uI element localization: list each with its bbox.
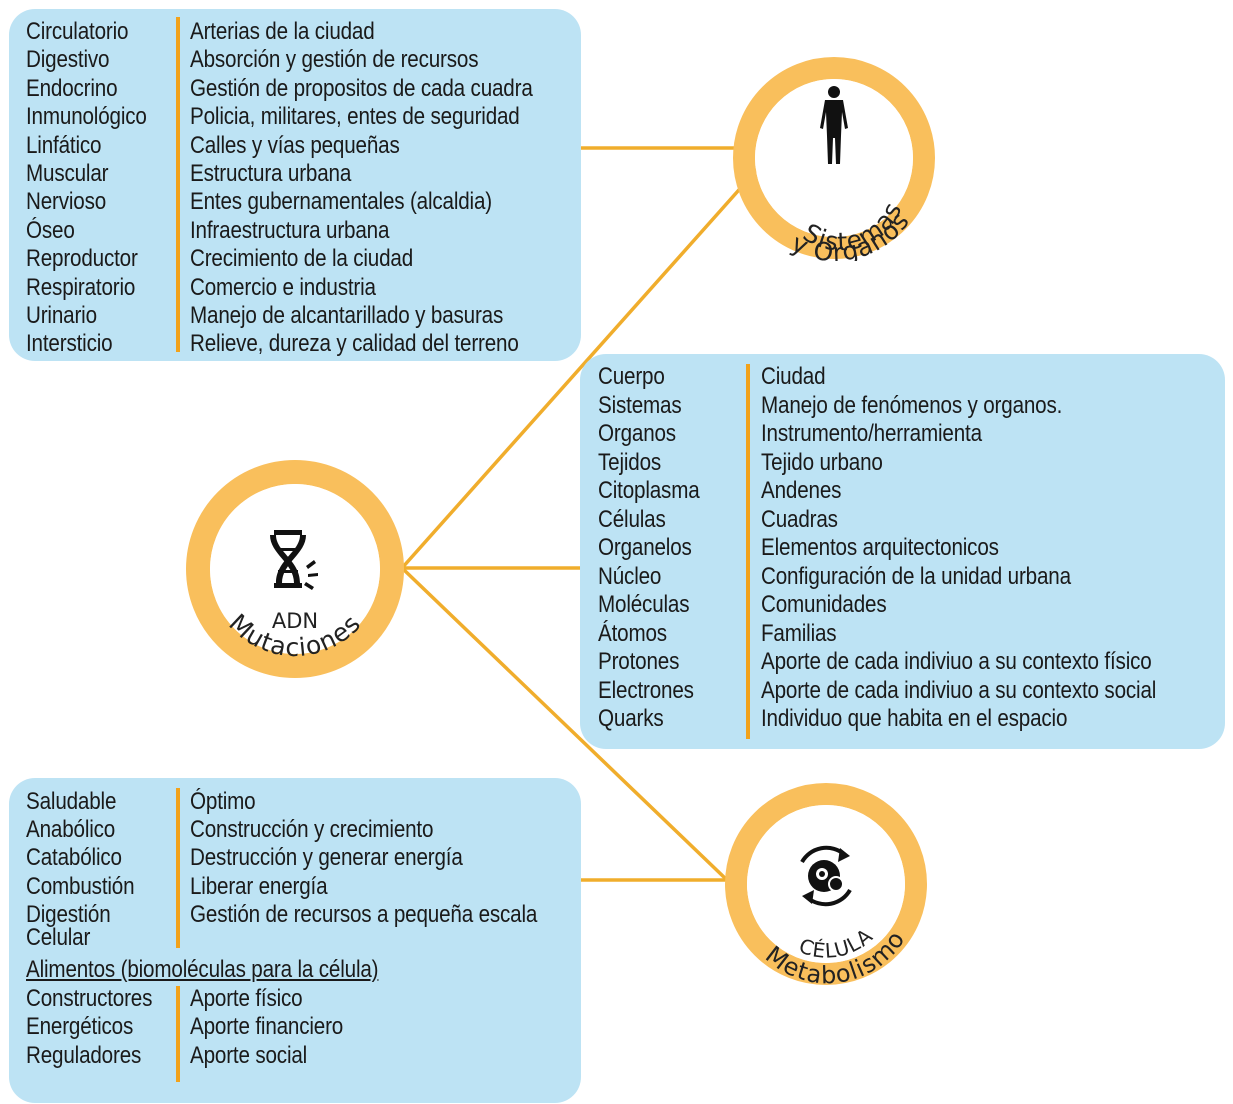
- escala-row-term: Átomos: [598, 619, 667, 647]
- sistemas-row-meaning: Gestión de propositos de cada cuadra: [190, 74, 533, 102]
- metabolismo-row-meaning: Gestión de recursos a pequeña escala: [190, 900, 538, 928]
- escala-row-term: Citoplasma: [598, 477, 700, 504]
- escala-row-meaning: Familias: [761, 619, 837, 647]
- node-celula: CÉLULA Metabolismo: [724, 782, 929, 989]
- metabolismo-row-meaning: Destrucción y generar energía: [190, 844, 463, 872]
- escala-row-meaning: Ciudad: [761, 363, 826, 390]
- cell-cycle-icon: [800, 845, 852, 907]
- escala-row-term: Células: [598, 505, 666, 533]
- escala-row-meaning: Comunidades: [761, 591, 887, 618]
- dna-icon: [270, 530, 318, 590]
- escala-row-term: Quarks: [598, 705, 664, 732]
- escala-row-meaning: Configuración de la unidad urbana: [761, 562, 1071, 590]
- sistemas-row-meaning: Policia, militares, entes de seguridad: [190, 103, 520, 131]
- escala-row-meaning: Cuadras: [761, 505, 838, 533]
- escala-row-term: Electrones: [598, 676, 694, 704]
- sistemas-row-meaning: Relieve, dureza y calidad del terreno: [190, 330, 519, 358]
- food-row-term: Reguladores: [26, 1041, 142, 1069]
- sistemas-row-meaning: Comercio e industria: [190, 273, 376, 301]
- sistemas-row-term: Urinario: [26, 302, 97, 329]
- sistemas-row-term: Digestivo: [26, 46, 110, 74]
- escala-row-term: Moléculas: [598, 591, 690, 618]
- metabolismo-row-term: Digestión: [26, 900, 111, 928]
- sistemas-row-term: Linfático: [26, 131, 102, 159]
- sistemas-row-meaning: Absorción y gestión de recursos: [190, 46, 479, 74]
- node-sistemas: Sistemas y Organos: [732, 56, 937, 267]
- escala-row-term: Cuerpo: [598, 363, 665, 390]
- escala-row-term: Protones: [598, 648, 680, 675]
- sistemas-row-term: Respiratorio: [26, 273, 136, 301]
- metabolismo-row-meaning: Construcción y crecimiento: [190, 816, 434, 844]
- metabolismo-row-term: Saludable: [26, 788, 117, 815]
- food-row-meaning: Aporte social: [190, 1041, 308, 1069]
- metabolismo-row-term: Catabólico: [26, 844, 122, 872]
- escala-row-meaning: Aporte de cada indiviuo a su contexto fí…: [761, 648, 1152, 675]
- connector-adn-sistemas: [400, 162, 764, 570]
- sistemas-divider: [176, 17, 180, 352]
- escala-row-term: Núcleo: [598, 562, 662, 590]
- metabolismo-term-continuation: Celular: [26, 924, 91, 951]
- node-adn: ADN Mutaciones: [186, 460, 404, 678]
- food-row-meaning: Aporte financiero: [190, 1013, 344, 1041]
- escala-row-meaning: Manejo de fenómenos y organos.: [761, 391, 1063, 419]
- connector-adn-celula: [400, 566, 729, 882]
- escala-row-meaning: Aporte de cada indiviuo a su contexto so…: [761, 676, 1157, 704]
- sistemas-row-term: Intersticio: [26, 330, 113, 358]
- sistemas-row-meaning: Entes gubernamentales (alcaldia): [190, 188, 492, 216]
- sistemas-row-term: Muscular: [26, 160, 109, 187]
- metabolismo-divider-2: [176, 986, 180, 1082]
- sistemas-row-meaning: Crecimiento de la ciudad: [190, 245, 414, 273]
- sistemas-row-meaning: Infraestructura urbana: [190, 216, 390, 244]
- adn-inner-label: ADN: [272, 609, 318, 633]
- sistemas-row-term: Circulatorio: [26, 18, 129, 45]
- escala-row-term: Sistemas: [598, 391, 682, 419]
- metabolismo-row-meaning: Liberar energía: [190, 872, 328, 900]
- sistemas-row-meaning: Calles y vías pequeñas: [190, 131, 400, 159]
- escala-divider: [746, 364, 750, 739]
- escala-row-term: Organos: [598, 420, 676, 447]
- sistemas-row-term: Óseo: [26, 216, 75, 244]
- escala-row-meaning: Individuo que habita en el espacio: [761, 705, 1068, 732]
- escala-row-term: Organelos: [598, 534, 692, 561]
- escala-row-meaning: Instrumento/herramienta: [761, 420, 982, 447]
- alimentos-heading: Alimentos (biomoléculas para la célula): [26, 956, 379, 983]
- food-row-term: Energéticos: [26, 1013, 134, 1041]
- sistemas-row-meaning: Estructura urbana: [190, 160, 352, 187]
- metabolismo-divider-1: [176, 788, 180, 948]
- food-row-meaning: Aporte físico: [190, 985, 303, 1012]
- escala-row-meaning: Andenes: [761, 477, 842, 504]
- metabolismo-row-term: Anabólico: [26, 816, 116, 844]
- sistemas-row-term: Endocrino: [26, 74, 118, 102]
- escala-row-meaning: Elementos arquitectonicos: [761, 534, 999, 561]
- metabolismo-row-term: Combustión: [26, 872, 135, 900]
- sistemas-row-term: Nervioso: [26, 188, 107, 216]
- sistemas-row-term: Reproductor: [26, 245, 138, 273]
- metabolismo-row-meaning: Óptimo: [190, 788, 256, 815]
- human-body-icon: [820, 86, 848, 164]
- escala-row-term: Tejidos: [598, 448, 662, 476]
- sistemas-row-term: Inmunológico: [26, 103, 147, 131]
- sistemas-row-meaning: Manejo de alcantarillado y basuras: [190, 302, 504, 329]
- escala-row-meaning: Tejido urbano: [761, 448, 883, 476]
- sistemas-row-meaning: Arterias de la ciudad: [190, 18, 375, 45]
- food-row-term: Constructores: [26, 985, 153, 1012]
